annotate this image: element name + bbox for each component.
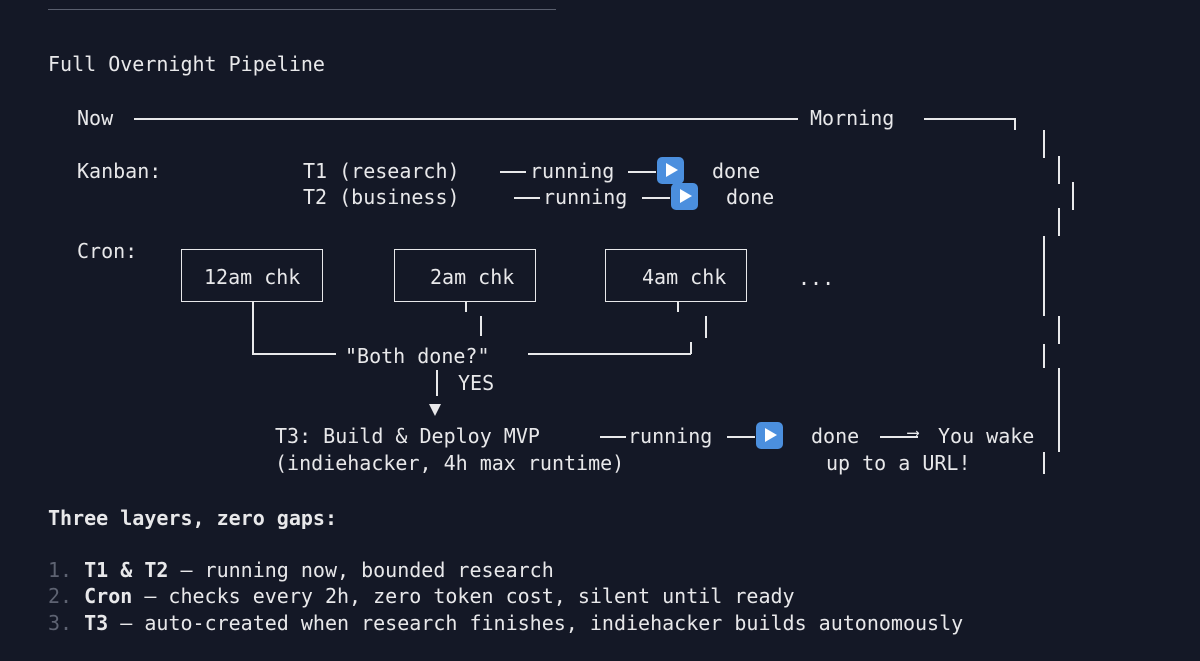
t3-outcome-line1: You wake xyxy=(938,424,1035,448)
kanban-state-t1: running xyxy=(530,159,615,183)
rail-segment xyxy=(1072,182,1074,210)
item-term: T1 & T2 xyxy=(84,558,169,582)
cron-check-box xyxy=(181,249,323,302)
rail-segment xyxy=(1058,208,1060,236)
timeline-line xyxy=(134,118,798,120)
connector-line xyxy=(690,342,692,354)
arrow-line xyxy=(880,436,918,438)
rail-segment xyxy=(1043,452,1045,474)
connector-line xyxy=(480,316,482,336)
kanban-result-t1: done xyxy=(712,159,761,183)
arrow-line xyxy=(727,436,755,438)
rail-segment xyxy=(1043,130,1045,158)
item-term: Cron xyxy=(84,584,133,608)
t3-detail: (indiehacker, 4h max runtime) xyxy=(275,451,625,475)
timeline-now-label: Now xyxy=(77,106,114,130)
summary-heading: Three layers, zero gaps: xyxy=(48,506,337,530)
rail-segment xyxy=(1043,344,1045,368)
cron-answer: YES xyxy=(458,371,495,395)
right-arrow-icon: ⟶ xyxy=(908,423,919,443)
timeline-corner xyxy=(1014,118,1016,130)
cron-check-label: 12am chk xyxy=(204,265,301,289)
kanban-result-t2: done xyxy=(726,185,775,209)
item-term: T3 xyxy=(84,611,109,635)
arrow-line xyxy=(628,171,656,173)
rail-segment xyxy=(1058,368,1060,452)
connector-line xyxy=(677,302,679,312)
t3-state: running xyxy=(628,424,713,448)
cron-question: "Both done?" xyxy=(345,344,490,368)
play-button-icon xyxy=(657,157,684,184)
summary-item: 2. Cron — checks every 2h, zero token co… xyxy=(48,586,795,606)
connector-line xyxy=(465,302,467,312)
page-title: Full Overnight Pipeline xyxy=(48,52,325,76)
item-text: — running now, bounded research xyxy=(168,558,554,582)
connector-line xyxy=(528,353,691,355)
arrow-line xyxy=(642,197,670,199)
down-arrow-icon xyxy=(429,404,441,416)
item-number: 2. xyxy=(48,584,73,608)
rail-segment xyxy=(1043,236,1045,316)
arrow-line xyxy=(600,436,626,438)
t3-result: done xyxy=(811,424,860,448)
timeline-morning-label: Morning xyxy=(810,106,895,130)
item-number: 3. xyxy=(48,611,73,635)
kanban-label: Kanban: xyxy=(77,159,162,183)
rail-segment xyxy=(1058,156,1060,184)
item-number: 1. xyxy=(48,558,73,582)
play-button-icon xyxy=(756,422,783,449)
cron-check-box xyxy=(394,249,536,302)
cron-check-label: 2am chk xyxy=(430,265,515,289)
item-text: — checks every 2h, zero token cost, sile… xyxy=(132,584,795,608)
connector-line xyxy=(252,353,336,355)
summary-item: 3. T3 — auto-created when research finis… xyxy=(48,613,963,633)
connector-line xyxy=(705,316,707,338)
arrow-line xyxy=(514,197,540,199)
arrow-line xyxy=(500,171,526,173)
item-text: — auto-created when research finishes, i… xyxy=(108,611,964,635)
t3-outcome-line2: up to a URL! xyxy=(826,451,971,475)
kanban-state-t2: running xyxy=(543,185,628,209)
cron-check-label: 4am chk xyxy=(642,265,727,289)
cron-label: Cron: xyxy=(77,239,138,263)
cron-more-ellipsis: ... xyxy=(798,266,835,290)
kanban-task-t1: T1 (research) xyxy=(303,159,460,183)
rail-segment xyxy=(1058,316,1060,344)
summary-item: 1. T1 & T2 — running now, bounded resear… xyxy=(48,560,554,580)
kanban-task-t2: T2 (business) xyxy=(303,185,460,209)
cron-check-box xyxy=(605,249,747,302)
timeline-end-line xyxy=(924,118,1016,120)
play-button-icon xyxy=(671,183,698,210)
t3-task: T3: Build & Deploy MVP xyxy=(275,424,540,448)
yes-connector xyxy=(436,370,438,396)
connector-line xyxy=(252,302,254,354)
top-divider xyxy=(48,9,556,10)
